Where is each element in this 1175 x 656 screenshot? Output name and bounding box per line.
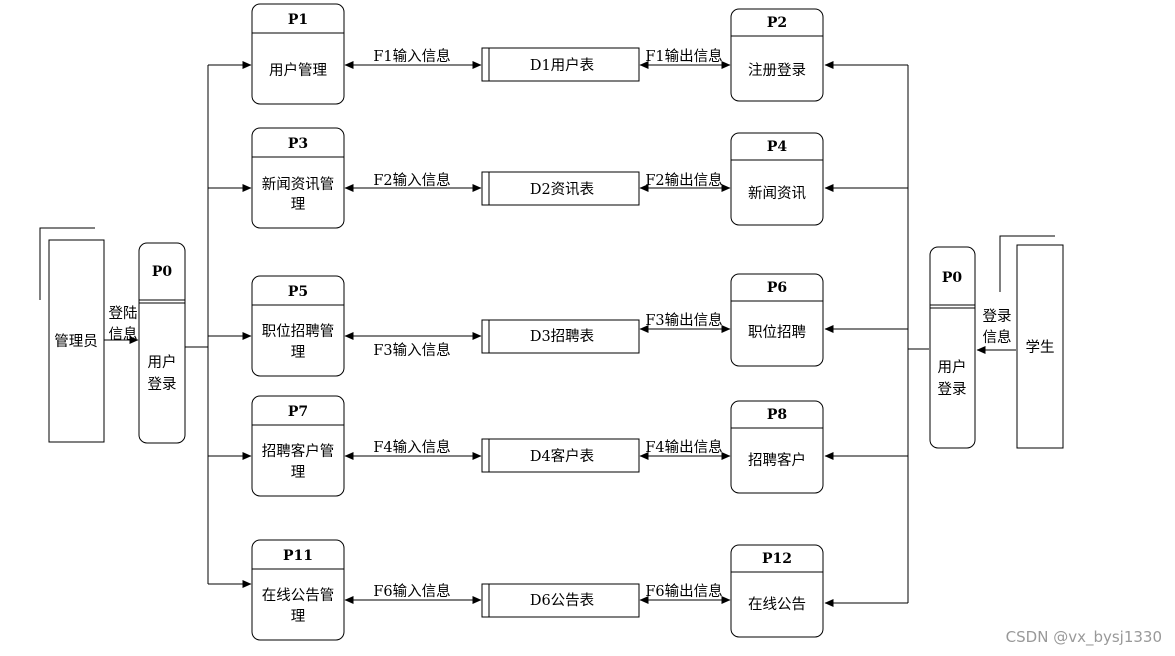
process-p4: P4 新闻资讯 <box>730 132 824 226</box>
svg-text:用户: 用户 <box>938 359 967 376</box>
flow-f4-out: F4输出信息 <box>639 439 731 460</box>
svg-text:F6输入信息: F6输入信息 <box>373 583 450 600</box>
svg-text:D4客户表: D4客户表 <box>530 448 595 465</box>
svg-text:在线公告管: 在线公告管 <box>262 587 335 604</box>
svg-text:P1: P1 <box>288 12 308 28</box>
left-bus <box>185 61 252 588</box>
svg-text:D1用户表: D1用户表 <box>530 57 595 74</box>
svg-text:P5: P5 <box>288 284 308 300</box>
flow-f3-out: F3输出信息 <box>639 312 731 333</box>
svg-text:登录: 登录 <box>983 308 1012 325</box>
flow-admin-login: 登陆 信息 <box>104 305 139 344</box>
svg-text:职位招聘管: 职位招聘管 <box>262 323 335 340</box>
svg-text:理: 理 <box>291 465 306 481</box>
svg-text:理: 理 <box>291 345 306 361</box>
process-p6: P6 职位招聘 <box>730 273 824 367</box>
svg-text:P0: P0 <box>942 270 963 286</box>
svg-text:用户: 用户 <box>148 354 177 371</box>
flow-f2-out: F2输出信息 <box>639 172 731 192</box>
svg-text:招聘客户: 招聘客户 <box>748 452 806 469</box>
svg-text:F4输出信息: F4输出信息 <box>645 439 722 456</box>
entity-student-label: 学生 <box>1026 339 1055 356</box>
entity-admin: 管理员 <box>39 227 105 443</box>
svg-text:P12: P12 <box>762 551 792 567</box>
svg-text:招聘客户管: 招聘客户管 <box>262 443 335 460</box>
flow-f6-in: F6输入信息 <box>344 583 482 604</box>
process-p11: P11 在线公告管 理 <box>251 539 345 641</box>
entity-admin-label: 管理员 <box>54 333 98 350</box>
svg-text:信息: 信息 <box>109 326 138 343</box>
svg-text:F1输入信息: F1输入信息 <box>373 48 450 65</box>
svg-text:P7: P7 <box>288 404 308 420</box>
store-d1: D1用户表 <box>481 47 640 82</box>
svg-text:P2: P2 <box>767 15 787 31</box>
flow-f6-out: F6输出信息 <box>639 583 731 604</box>
svg-text:F1输出信息: F1输出信息 <box>645 48 722 65</box>
svg-text:登陆: 登陆 <box>109 305 138 322</box>
svg-text:登录: 登录 <box>938 381 967 398</box>
process-p0-left: P0 用户 登录 <box>138 242 186 444</box>
flow-f1-out: F1输出信息 <box>639 48 731 69</box>
svg-text:F4输入信息: F4输入信息 <box>373 439 450 456</box>
store-d2: D2资讯表 <box>481 171 640 206</box>
svg-text:F6输出信息: F6输出信息 <box>645 583 722 600</box>
svg-text:F2输入信息: F2输入信息 <box>373 172 450 189</box>
process-p12: P12 在线公告 <box>730 544 824 638</box>
flow-f2-in: F2输入信息 <box>344 172 482 192</box>
svg-text:F3输入信息: F3输入信息 <box>373 342 450 359</box>
process-p8: P8 招聘客户 <box>730 400 824 494</box>
flow-student-login: 登录 信息 <box>976 308 1016 354</box>
svg-text:P3: P3 <box>288 136 308 152</box>
process-p2: P2 注册登录 <box>730 8 824 102</box>
svg-text:新闻资讯: 新闻资讯 <box>748 185 806 202</box>
svg-text:P0: P0 <box>152 264 173 280</box>
svg-text:D2资讯表: D2资讯表 <box>530 181 595 198</box>
flow-f4-in: F4输入信息 <box>344 439 482 460</box>
store-d6: D6公告表 <box>481 583 640 618</box>
svg-text:F2输出信息: F2输出信息 <box>645 172 722 189</box>
svg-text:D6公告表: D6公告表 <box>530 592 595 609</box>
svg-text:P4: P4 <box>767 139 788 155</box>
svg-text:理: 理 <box>291 609 306 625</box>
process-p5: P5 职位招聘管 理 <box>251 275 345 377</box>
svg-text:理: 理 <box>291 197 306 213</box>
store-d4: D4客户表 <box>481 438 640 473</box>
svg-text:在线公告: 在线公告 <box>748 596 806 613</box>
entity-student: 学生 <box>999 235 1064 449</box>
svg-text:P8: P8 <box>767 407 787 423</box>
watermark: CSDN @vx_bysj1330 <box>1006 628 1162 647</box>
svg-text:P11: P11 <box>283 548 313 564</box>
flow-f1-in: F1输入信息 <box>344 48 482 69</box>
flow-f3-in: F3输入信息 <box>344 332 482 359</box>
process-p0-right: P0 用户 登录 <box>929 246 976 449</box>
svg-text:D3招聘表: D3招聘表 <box>530 328 595 345</box>
store-d3: D3招聘表 <box>481 319 640 354</box>
svg-text:职位招聘: 职位招聘 <box>748 324 806 341</box>
process-p1: P1 用户管理 <box>251 3 345 105</box>
svg-text:用户管理: 用户管理 <box>269 62 327 79</box>
svg-text:P6: P6 <box>767 280 787 296</box>
process-p3: P3 新闻资讯管 理 <box>251 127 345 229</box>
right-bus <box>824 61 929 607</box>
svg-text:F3输出信息: F3输出信息 <box>645 312 722 329</box>
svg-text:信息: 信息 <box>983 329 1012 346</box>
process-p7: P7 招聘客户管 理 <box>251 395 345 497</box>
svg-text:注册登录: 注册登录 <box>748 62 806 79</box>
svg-text:登录: 登录 <box>148 376 177 393</box>
svg-text:新闻资讯管: 新闻资讯管 <box>262 176 335 193</box>
